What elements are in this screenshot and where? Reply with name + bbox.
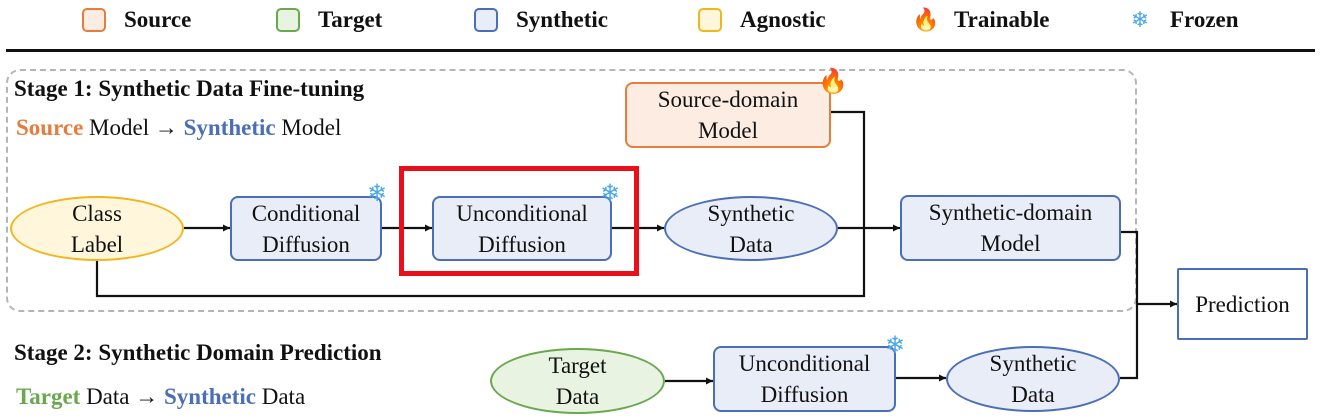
legend-item-agnostic: Agnostic (698, 4, 826, 36)
subtitle-synthetic-word: Synthetic (183, 115, 276, 140)
legend-item-target: Target (276, 4, 382, 36)
subtitle-text: Model → (83, 115, 184, 140)
line-source-model-down (831, 110, 866, 228)
legend-item-synthetic: Synthetic (474, 4, 608, 36)
stage1-title: Stage 1: Synthetic Data Fine-tuning (14, 76, 365, 101)
stage2-subtitle: Target Data → Synthetic Data (16, 384, 305, 410)
legend-divider (6, 49, 1315, 52)
node-line: Diffusion (478, 231, 566, 257)
arrow-synthetic-model-to-prediction (1121, 230, 1177, 308)
node-line: Synthetic (989, 351, 1077, 376)
node-line: Class (72, 200, 122, 226)
stage2-title: Stage 2: Synthetic Domain Prediction (14, 340, 382, 365)
snowflake-icon: ❄ (1130, 7, 1150, 32)
node-line: Target (548, 353, 607, 378)
square-swatch-icon (82, 8, 106, 32)
node-line: Conditional (251, 200, 361, 226)
subtitle-text: Data → (80, 384, 164, 409)
legend-label: Source (124, 7, 192, 32)
node-line: Prediction (1195, 291, 1290, 317)
node-line: Model (980, 231, 1041, 256)
node-line: Synthetic-domain (928, 200, 1093, 225)
subtitle-source-word: Source (16, 115, 84, 140)
legend-item-trainable: 🔥 Trainable (912, 4, 1049, 36)
node-line: Data (555, 384, 600, 409)
square-swatch-icon (276, 8, 300, 32)
legend-label: Frozen (1170, 7, 1239, 32)
node-line: Source-domain (657, 87, 799, 112)
line-synthetic-data-to-prediction (1120, 304, 1139, 380)
square-swatch-icon (474, 8, 498, 32)
node-line: Label (70, 231, 124, 257)
legend-label: Synthetic (516, 7, 608, 32)
subtitle-text: Model (275, 115, 342, 140)
snowflake-icon: ❄ (367, 181, 388, 207)
legend-label: Agnostic (740, 7, 826, 32)
node-line: Diffusion (760, 382, 849, 407)
legend-item-source: Source (82, 4, 191, 36)
legend-label: Trainable (954, 7, 1050, 32)
fire-icon: 🔥 (818, 69, 848, 95)
node-line: Data (1011, 382, 1055, 407)
legend-item-frozen: ❄ Frozen (1128, 4, 1239, 36)
prediction-node: Prediction (1177, 268, 1308, 340)
snowflake-icon: ❄ (885, 333, 906, 359)
node-line: Synthetic (707, 200, 795, 226)
fire-icon: 🔥 (912, 7, 940, 32)
highlight-box (399, 166, 639, 276)
node-line: Unconditional (456, 200, 588, 226)
subtitle-text: Data (255, 384, 306, 409)
legend-label: Target (318, 7, 383, 32)
node-line: Unconditional (738, 351, 871, 376)
node-line: Data (729, 231, 773, 257)
node-line: Diffusion (262, 231, 350, 257)
subtitle-target-word: Target (16, 384, 81, 409)
stage1-container (6, 69, 1137, 312)
stage1-subtitle: Source Model → Synthetic Model (16, 115, 341, 141)
node-line: Model (697, 118, 759, 143)
subtitle-synthetic-word: Synthetic (163, 384, 256, 409)
line-class-label-loop (95, 228, 866, 298)
snowflake-icon: ❄ (600, 181, 621, 207)
square-swatch-icon (698, 8, 722, 32)
